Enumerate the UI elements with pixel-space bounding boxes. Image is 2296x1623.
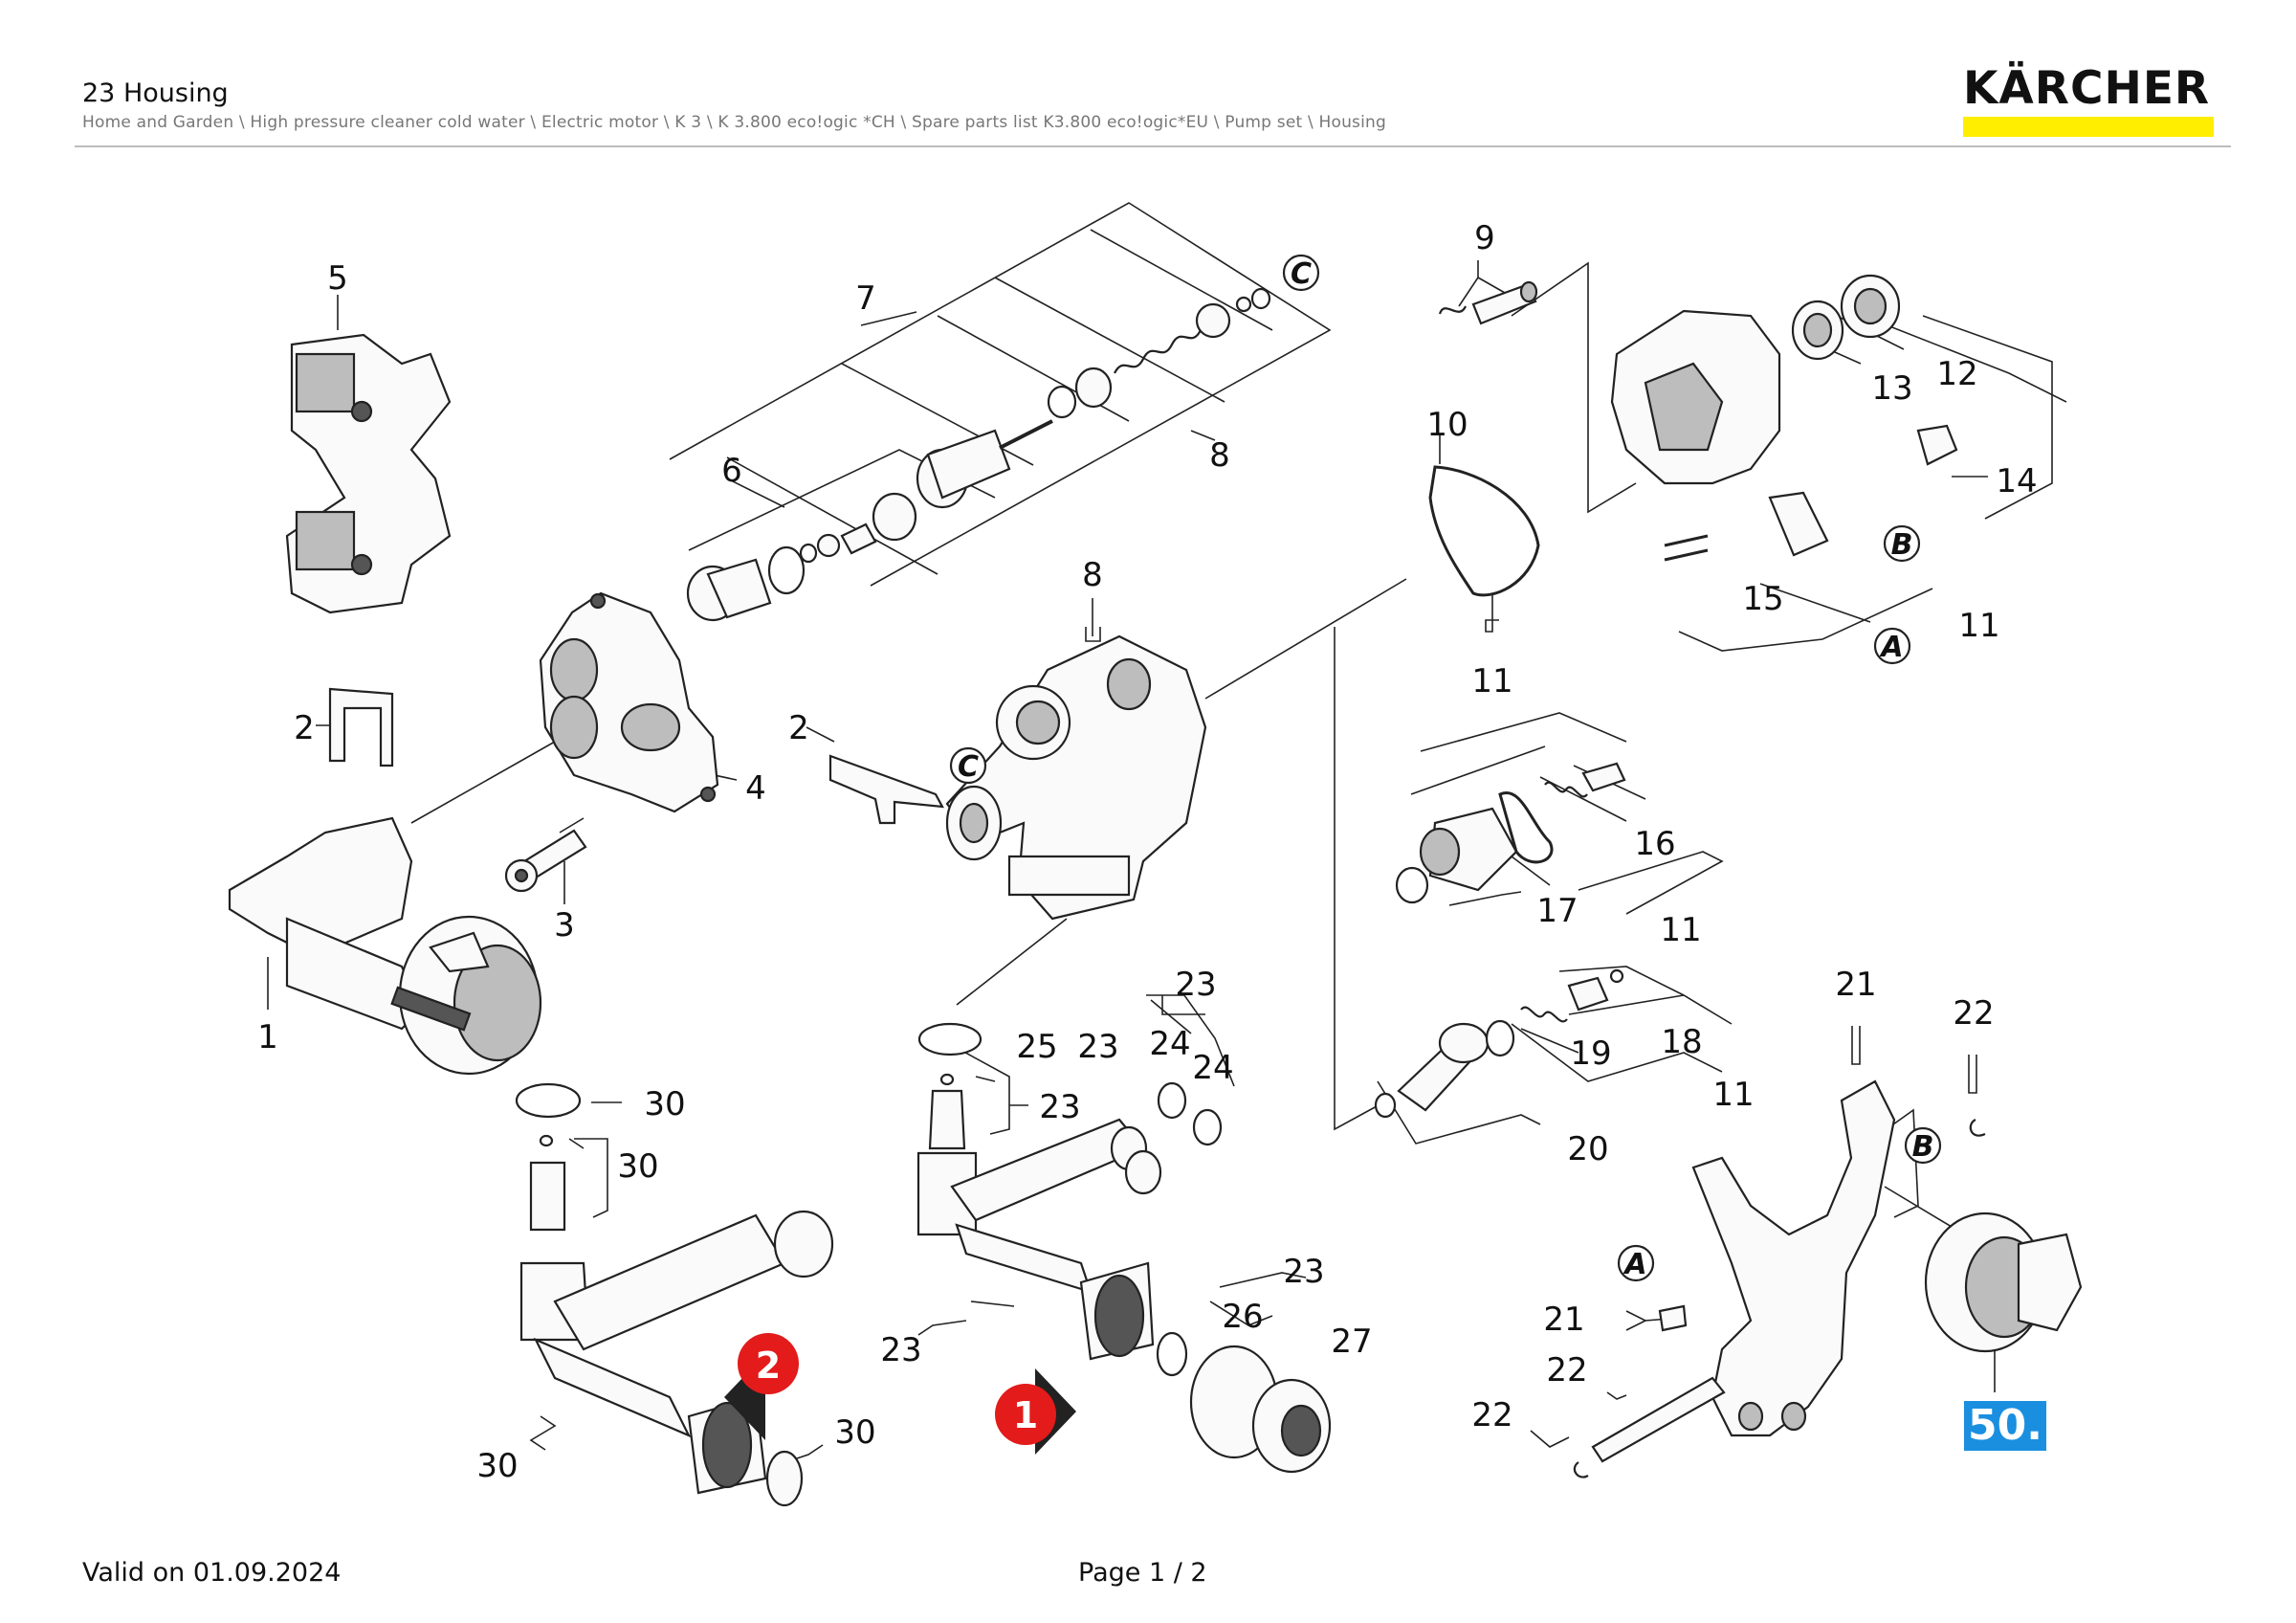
- label-30-b: 30: [617, 1147, 658, 1186]
- label-16: 16: [1634, 825, 1675, 863]
- label-5: 5: [327, 259, 348, 298]
- callout-C-top: C: [1282, 254, 1320, 292]
- label-11-b: 11: [1958, 607, 1999, 645]
- part-2-clip-center: [828, 754, 944, 825]
- label-11-a: 11: [1471, 662, 1512, 700]
- part-4-cylinder-head: [539, 591, 719, 813]
- label-12: 12: [1936, 355, 1977, 393]
- label-22-top: 22: [1953, 994, 1994, 1033]
- karcher-logo: KÄRCHER: [1963, 63, 2214, 137]
- svg-text:B: B: [1912, 1130, 1934, 1164]
- part-6-valve-set: [686, 492, 917, 622]
- label-20: 20: [1567, 1130, 1608, 1168]
- part-3-bolt: [504, 829, 587, 893]
- label-3: 3: [554, 906, 575, 945]
- label-25: 25: [1016, 1028, 1057, 1066]
- part-10-gasket: [1428, 465, 1540, 597]
- callout-B-lower: B: [1904, 1126, 1942, 1165]
- label-9: 9: [1474, 219, 1495, 257]
- label-11-d: 11: [1712, 1076, 1754, 1114]
- part-30-left-pump: [515, 1082, 834, 1507]
- label-7: 7: [855, 279, 876, 318]
- logo-wordmark: KÄRCHER: [1963, 62, 2211, 115]
- label-23-d: 23: [1283, 1253, 1324, 1291]
- part-50-motor-coupling: [1924, 1212, 2083, 1353]
- part-18-19-20-valve-group: [1374, 968, 1624, 1119]
- callout-A-lower: A: [1617, 1244, 1655, 1282]
- label-19: 19: [1570, 1034, 1611, 1073]
- part-23-25-center-pump: [916, 1022, 1332, 1474]
- page-title: 23 Housing: [82, 78, 229, 108]
- label-17: 17: [1536, 892, 1578, 930]
- part-9-valve: [1438, 280, 1538, 325]
- label-1: 1: [257, 1018, 278, 1056]
- label-15: 15: [1742, 580, 1783, 618]
- order-badge: 50.: [1964, 1401, 2046, 1451]
- part-16-17-valve-group: [1395, 762, 1626, 904]
- label-27: 27: [1331, 1323, 1372, 1361]
- svg-text:B: B: [1891, 528, 1913, 562]
- part-11-upper-housing: [1610, 274, 1958, 562]
- marker-1-text: 1: [1013, 1394, 1038, 1436]
- part-21-frame: [1691, 1079, 1896, 1437]
- label-30-a: 30: [644, 1085, 685, 1123]
- callout-B-upper: B: [1883, 524, 1921, 563]
- label-6: 6: [721, 452, 742, 490]
- svg-text:A: A: [1623, 1248, 1646, 1281]
- part-1-handle-assembly: [228, 816, 542, 1076]
- label-4: 4: [745, 769, 766, 808]
- label-22-mid: 22: [1546, 1351, 1587, 1390]
- svg-text:A: A: [1879, 631, 1903, 664]
- part-8-pump-housing: [945, 634, 1207, 921]
- logo-yellow-bar: [1963, 117, 2214, 137]
- svg-text:C: C: [958, 750, 979, 784]
- label-24-a: 24: [1149, 1025, 1190, 1063]
- label-11-c: 11: [1660, 911, 1701, 949]
- label-2-center: 2: [788, 709, 809, 747]
- label-10: 10: [1426, 406, 1468, 444]
- label-26: 26: [1222, 1298, 1263, 1336]
- label-8-top: 8: [1209, 436, 1230, 475]
- marker-2: 2: [724, 1333, 799, 1440]
- label-21-bottom: 21: [1543, 1301, 1584, 1339]
- part-labels: 5 7 6 8 8 2 2 4 3 1 9 10 11 12 13 14 15 …: [257, 219, 2037, 1485]
- page-number: Page 1 / 2: [1078, 1558, 1207, 1588]
- part-5-shape: [285, 333, 452, 614]
- label-23-b: 23: [1077, 1028, 1118, 1066]
- label-8-center: 8: [1082, 556, 1103, 594]
- valid-date: Valid on 01.09.2024: [82, 1558, 342, 1588]
- callout-A-upper: A: [1873, 627, 1911, 665]
- label-21-top: 21: [1835, 966, 1876, 1004]
- marker-1: 1: [995, 1368, 1076, 1455]
- callout-C-center: C: [949, 746, 987, 785]
- marker-2-text: 2: [756, 1345, 781, 1387]
- label-2-left: 2: [294, 709, 315, 747]
- label-23-a: 23: [1175, 966, 1216, 1004]
- label-23-c: 23: [1039, 1088, 1080, 1126]
- breadcrumb: Home and Garden \ High pressure cleaner …: [82, 113, 1387, 132]
- header-divider: [75, 145, 2231, 147]
- label-14: 14: [1996, 462, 2037, 500]
- svg-text:C: C: [1291, 257, 1312, 291]
- label-18: 18: [1661, 1023, 1702, 1061]
- part-2-clip-left: [328, 687, 394, 767]
- part-7-spring-piston: [916, 287, 1271, 509]
- label-13: 13: [1871, 369, 1912, 408]
- label-24-b: 24: [1192, 1049, 1233, 1087]
- part-22-pin: [1573, 1119, 1986, 1478]
- label-30-d: 30: [476, 1447, 518, 1485]
- label-22-bottom: 22: [1471, 1396, 1512, 1434]
- label-30-c: 30: [834, 1413, 875, 1452]
- label-23-e: 23: [880, 1331, 921, 1369]
